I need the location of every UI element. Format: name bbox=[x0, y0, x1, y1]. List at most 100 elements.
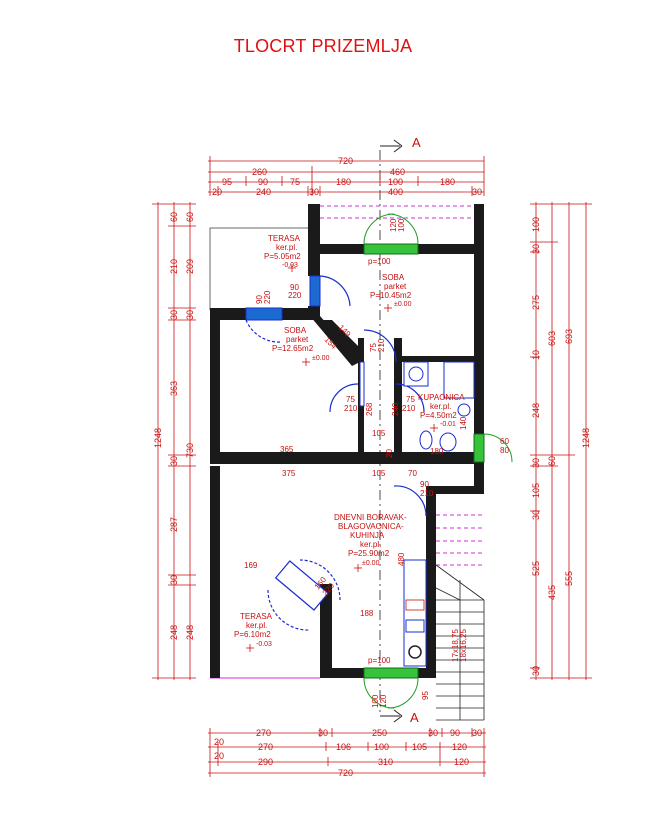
dim-right: 525 bbox=[531, 561, 541, 576]
dim-room: 188 bbox=[360, 609, 374, 618]
window-top bbox=[363, 243, 419, 255]
dim-left: 210 bbox=[169, 259, 179, 274]
opening-label: 210 bbox=[402, 404, 416, 413]
room-level: ±0.00 bbox=[362, 560, 380, 567]
dim-left: 209 bbox=[185, 259, 195, 274]
drawing-title: TLOCRT PRIZEMLJA bbox=[233, 36, 413, 56]
dim-room: 480 bbox=[397, 552, 406, 566]
opening-label: 75 bbox=[369, 343, 378, 352]
dim-room: 105 bbox=[372, 469, 386, 478]
dim-left: 248 bbox=[169, 625, 179, 640]
opening-label: 75 bbox=[406, 395, 415, 404]
room-name: SOBA bbox=[382, 273, 405, 282]
opening-label: 210 bbox=[420, 489, 434, 498]
section-marker-top: A bbox=[380, 135, 421, 153]
dim-right-total: 1248 bbox=[581, 428, 591, 448]
dimension-lines-left: 1248 60 210 30 363 30 287 30 248 60 209 … bbox=[152, 202, 196, 680]
stairs-label: 17x18,75 bbox=[451, 629, 460, 662]
room-name: KUHINJA bbox=[350, 531, 385, 540]
dim-hall: 140 bbox=[459, 416, 468, 430]
dim-left: 30 bbox=[185, 310, 195, 320]
dim-room: 169 bbox=[244, 561, 258, 570]
dim-right: 100 bbox=[531, 217, 541, 232]
dim-right: 30 bbox=[531, 458, 541, 468]
dim-left: 287 bbox=[169, 517, 179, 532]
room-level: -0.03 bbox=[282, 262, 298, 269]
room-level: ±0.00 bbox=[394, 301, 412, 308]
dim-right: 60 bbox=[547, 456, 557, 466]
dim-right: 248 bbox=[531, 403, 541, 418]
doors bbox=[245, 275, 427, 631]
room-name: SOBA bbox=[284, 326, 307, 335]
dim-bottom: 290 bbox=[258, 757, 273, 767]
dim-bottom: 250 bbox=[372, 728, 387, 738]
opening-label: 60 bbox=[500, 437, 509, 446]
dim-right: 30 bbox=[531, 510, 541, 520]
room-soba-top: SOBA parket P=10.45m2 ±0.00 bbox=[370, 273, 412, 308]
dim-left-total: 1248 bbox=[153, 428, 163, 448]
section-label-top: A bbox=[412, 135, 421, 150]
windows bbox=[363, 213, 513, 709]
dim-left: 30 bbox=[169, 575, 179, 585]
dim-right: 435 bbox=[547, 585, 557, 600]
opening-labels: 120 100 p=100 90 220 90 220 149 154 75 2… bbox=[244, 218, 509, 708]
window-bathroom bbox=[473, 433, 485, 463]
dim-top-total: 720 bbox=[338, 156, 353, 166]
dim-left: 363 bbox=[169, 381, 179, 396]
dim-bottom: 120 bbox=[454, 757, 469, 767]
dim-hall: 180 bbox=[430, 447, 444, 456]
dim-room: 375 bbox=[282, 469, 296, 478]
dim-left: 30 bbox=[169, 456, 179, 466]
dim-top: 95 bbox=[222, 177, 232, 187]
dim-bottom: 30 bbox=[428, 728, 438, 738]
window-soba-top bbox=[309, 275, 321, 307]
dim-bottom: 100 bbox=[374, 742, 389, 752]
dim-left: 248 bbox=[185, 625, 195, 640]
walls bbox=[210, 204, 484, 678]
dim-right: 275 bbox=[531, 295, 541, 310]
dim-right: 693 bbox=[564, 329, 574, 344]
room-soba-left: SOBA parket P=12.65m2 ±0.00 bbox=[272, 326, 330, 362]
room-area: P=6.10m2 bbox=[234, 630, 271, 639]
sill-height: p=100 bbox=[368, 257, 391, 266]
section-label-bottom: A bbox=[410, 710, 419, 725]
dim-left: 730 bbox=[185, 443, 195, 458]
room-name: TERASA bbox=[268, 234, 301, 243]
dim-bottom-total: 720 bbox=[338, 768, 353, 778]
dim-right: 105 bbox=[531, 483, 541, 498]
toilet bbox=[419, 430, 433, 450]
dim-top: 30 bbox=[472, 187, 482, 197]
dim-top: 180 bbox=[440, 177, 455, 187]
opening-label: 220 bbox=[263, 290, 272, 304]
room-area: P=4.50m2 bbox=[420, 411, 457, 420]
opening-label: 90 bbox=[290, 283, 299, 292]
sill-height: p=100 bbox=[368, 656, 391, 665]
dim-top: 75 bbox=[290, 177, 300, 187]
dim-bottom: 106 bbox=[336, 742, 351, 752]
opening-label: 220 bbox=[288, 291, 302, 300]
dim-top: 240 bbox=[256, 187, 271, 197]
room-kupaonica: KUPAONICA ker.pl. P=4.50m2 -0.01 bbox=[418, 393, 465, 428]
door-terasa bbox=[274, 560, 329, 611]
opening-label: 210 bbox=[344, 404, 358, 413]
room-name: BLAGOVAONICA- bbox=[338, 522, 404, 531]
dim-bottom: 270 bbox=[258, 742, 273, 752]
dim-right: 10 bbox=[531, 350, 541, 360]
opening-label: 100 bbox=[371, 694, 380, 708]
room-area: P=25.90m2 bbox=[348, 549, 390, 558]
dim-top: 460 bbox=[390, 167, 405, 177]
dim-hall: 20 bbox=[385, 449, 394, 458]
opening-label: 75 bbox=[346, 395, 355, 404]
room-name: KUPAONICA bbox=[418, 393, 465, 402]
dim-left: 60 bbox=[185, 212, 195, 222]
room-floor: ker.pl. bbox=[430, 402, 451, 411]
room-dnevni-boravak: DNEVNI BORAVAK- BLAGOVAONICA- KUHINJA ke… bbox=[334, 513, 407, 567]
opening-label: 80 bbox=[500, 446, 509, 455]
dim-room: 365 bbox=[280, 445, 294, 454]
room-floor: parket bbox=[384, 282, 407, 291]
opening-label: 100 bbox=[397, 218, 406, 232]
dim-bottom: 90 bbox=[450, 728, 460, 738]
dim-room: 95 bbox=[421, 691, 430, 700]
